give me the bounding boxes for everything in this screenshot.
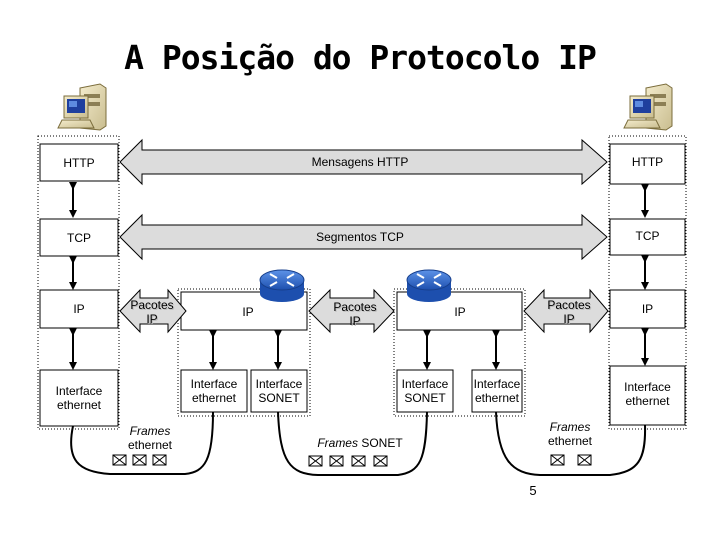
router2-sonet-box	[396, 369, 454, 413]
frames-ethernet-right: Frames ethernet	[532, 420, 608, 448]
router-icon	[406, 269, 452, 302]
computer-icon	[57, 83, 107, 131]
left-tcp-label: TCP	[67, 231, 91, 245]
router2-eth-label: Interface ethernet	[473, 377, 521, 405]
right-http-label: HTTP	[631, 155, 664, 169]
frames-type: ethernet	[127, 438, 173, 452]
router-icon	[259, 269, 305, 302]
frames-word: Frames	[549, 420, 591, 434]
right-iface-box	[609, 365, 686, 426]
left-http-label: HTTP	[63, 156, 95, 170]
left-iface-label: Interface ethernet	[55, 384, 103, 412]
router1-sonet-label: Interface SONET	[255, 377, 303, 405]
left-ip-box	[39, 289, 119, 329]
packet-arrow-1	[119, 288, 187, 334]
frames-word: Frames	[129, 424, 171, 438]
packet-arrow-3	[523, 288, 609, 334]
sonet-cable	[277, 411, 428, 476]
left-host-outline	[37, 135, 120, 430]
right-tcp-label: TCP	[635, 229, 660, 243]
left-iface-box	[39, 369, 119, 427]
router1-ip-label: IP	[242, 305, 254, 319]
frames-sonet: Frames SONET	[300, 436, 420, 450]
right-ip-label: IP	[641, 302, 654, 316]
http-messages-label: Mensagens HTTP	[311, 155, 409, 169]
right-ip-box	[609, 289, 686, 329]
frames-type: ethernet	[547, 434, 593, 448]
tcp-segment-arrow	[119, 213, 608, 261]
frames-word: Frames	[317, 436, 358, 450]
tcp-segments-label: Segmentos TCP	[316, 230, 404, 244]
page-number: 5	[529, 483, 537, 498]
left-ip-label: IP	[73, 302, 85, 316]
packets-label-3: Pacotes IP	[547, 298, 591, 326]
ethernet-cable-right	[495, 411, 647, 476]
left-http-box	[39, 143, 119, 182]
right-iface-label: Interface ethernet	[624, 380, 671, 408]
left-tcp-box	[39, 218, 119, 257]
packet-arrow-2	[308, 288, 395, 334]
packets-label-1: Pacotes IP	[130, 298, 174, 326]
http-message-arrow	[119, 138, 608, 186]
frame-envelope-icons	[112, 454, 592, 467]
frames-type: SONET	[361, 436, 403, 450]
frames-ethernet-left: Frames ethernet	[112, 424, 188, 452]
computer-icon	[623, 83, 673, 131]
ethernet-cable-left	[70, 411, 214, 475]
router1-eth-label: Interface ethernet	[190, 377, 238, 405]
packets-label-2: Pacotes IP	[333, 300, 377, 328]
router1-outline	[177, 288, 311, 417]
right-host-outline	[608, 135, 687, 430]
router2-eth-box	[471, 369, 523, 413]
router1-eth-box	[180, 369, 248, 413]
slide-title: A Posição do Protocolo IP	[124, 38, 597, 77]
router2-sonet-label: Interface SONET	[401, 377, 449, 405]
router2-ip-label: IP	[454, 305, 466, 319]
